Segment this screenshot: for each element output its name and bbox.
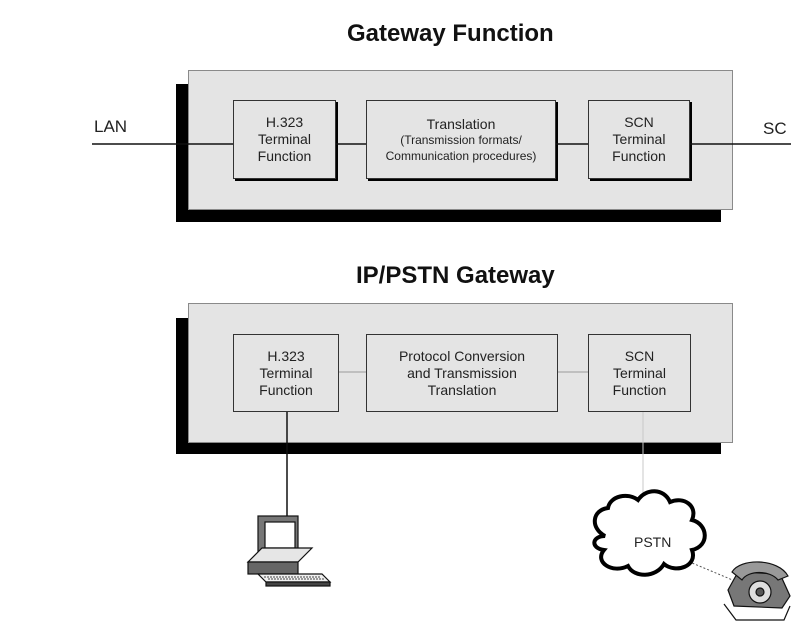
top-translation-box: Translation (Transmission formats/ Commu…	[366, 100, 556, 179]
top-scn-terminal-function-box: SCN Terminal Function	[588, 100, 690, 179]
box-line: Terminal	[258, 131, 311, 147]
bottom-h323-terminal-function-box: H.323 Terminal Function	[233, 334, 339, 412]
box-line: H.323	[267, 347, 305, 364]
top-h323-terminal-function-box: H.323 Terminal Function	[233, 100, 336, 179]
cloud-icon	[592, 489, 707, 577]
gateway-function-title: Gateway Function	[347, 20, 554, 47]
ip-pstn-gateway-title: IP/PSTN Gateway	[356, 262, 555, 289]
box-line: and Transmission	[407, 364, 517, 381]
box-line: Terminal	[259, 364, 313, 381]
box-line: Function	[612, 148, 666, 164]
scn-label: SC	[763, 119, 787, 138]
box-line: Protocol Conversion	[398, 347, 526, 364]
box-line: Translation	[427, 381, 497, 398]
box-line: SCN	[624, 347, 655, 364]
box-line: Translation	[426, 115, 496, 132]
pstn-label: PSTN	[634, 534, 671, 550]
lan-label: LAN	[94, 117, 128, 136]
bottom-protocol-conversion-box: Protocol Conversion and Transmission Tra…	[366, 334, 558, 412]
box-line: H.323	[265, 114, 304, 130]
bottom-scn-terminal-function-box: SCN Terminal Function	[588, 334, 691, 412]
box-line: Communication procedures)	[385, 148, 537, 163]
box-line: Function	[259, 381, 313, 398]
box-line: Terminal	[612, 131, 666, 147]
box-line: Terminal	[613, 364, 666, 381]
telephone-icon	[723, 561, 791, 621]
box-line: SCN	[624, 114, 654, 130]
box-line: Function	[612, 381, 667, 398]
box-line: Function	[257, 148, 312, 164]
box-line: (Transmission formats/	[400, 132, 522, 147]
computer-icon	[246, 515, 332, 587]
